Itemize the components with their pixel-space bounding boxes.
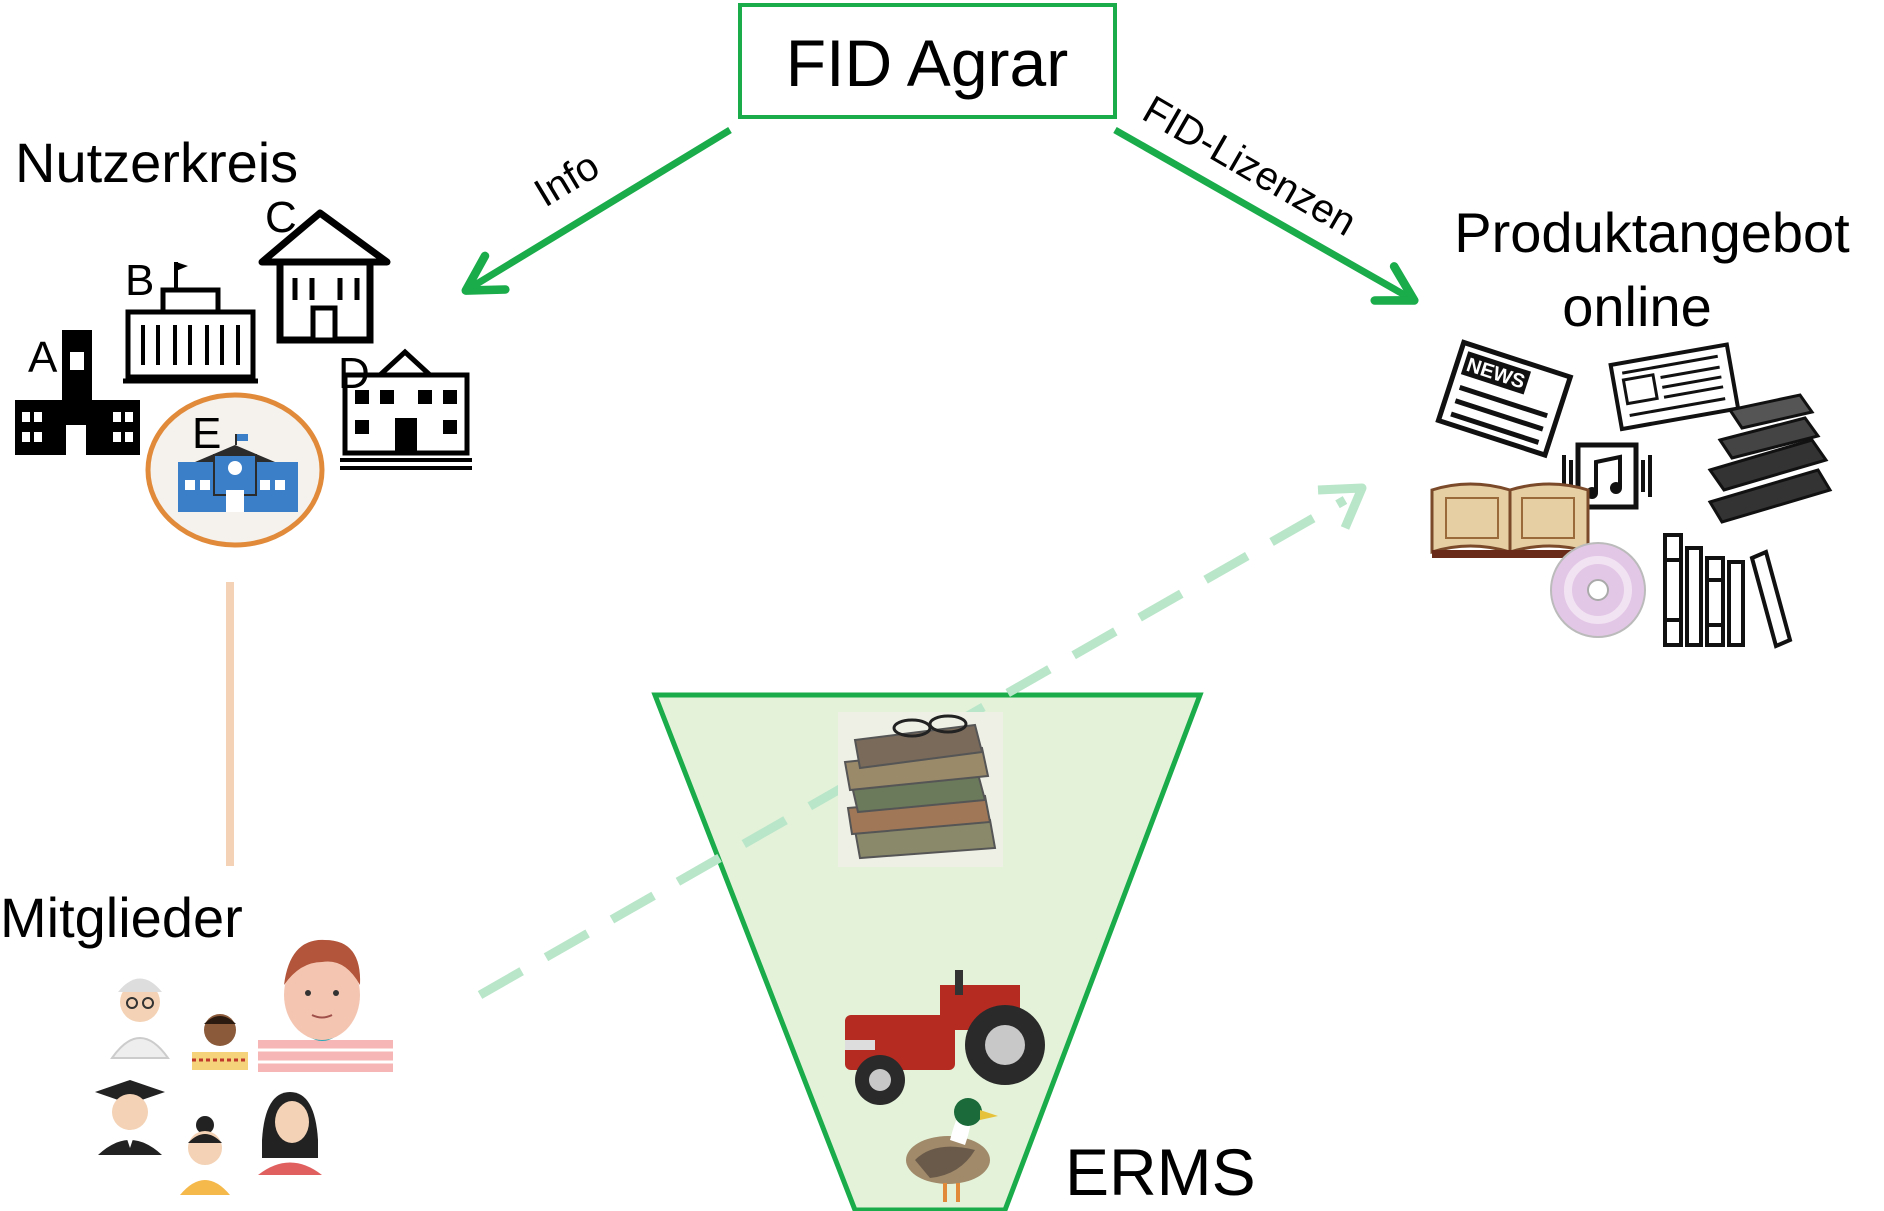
books-with-glasses-icon: [838, 712, 1003, 867]
fid-agrar-title: FID Agrar: [786, 26, 1068, 100]
building-d-icon: [340, 348, 472, 470]
building-c-icon: [258, 209, 391, 344]
fid-lizenzen-label: FID-Lizenzen: [1136, 88, 1364, 245]
institution-d-letter: D: [338, 349, 370, 398]
erms-label: ERMS: [1065, 1135, 1256, 1209]
cd-icon: [1550, 542, 1646, 638]
building-b-icon: [123, 262, 258, 384]
bookshelf-icon: [1663, 533, 1793, 649]
institution-e-highlight: [145, 392, 325, 548]
info-label: Info: [527, 144, 607, 216]
mitglieder-group: Mitglieder: [0, 886, 393, 1195]
produktangebot-group: Produktangebot online NEWS: [1430, 201, 1850, 649]
building-a-icon: [15, 330, 140, 455]
tractor-icon: [845, 970, 1045, 1105]
nutzerkreis-label: Nutzerkreis: [15, 131, 298, 194]
fid-lizenzen-arrow: FID-Lizenzen: [1113, 88, 1419, 305]
institution-c-letter: C: [265, 193, 297, 242]
nutzerkreis-group: Nutzerkreis C B: [15, 131, 472, 548]
erms-group: ERMS: [838, 712, 1256, 1209]
fid-agrar-box: FID Agrar: [738, 3, 1117, 119]
institution-a-letter: A: [28, 333, 58, 382]
graduate-avatar-icon: [95, 1080, 165, 1155]
produktangebot-label: Produktangebot: [1454, 201, 1850, 264]
scientist-avatar-icon: [110, 978, 170, 1059]
news-icon: NEWS: [1435, 339, 1574, 459]
newspaper-icon: [1608, 342, 1741, 432]
open-book-icon: [1430, 482, 1590, 558]
mitglieder-label: Mitglieder: [0, 886, 243, 949]
institution-b-letter: B: [125, 256, 154, 305]
institution-e-letter: E: [192, 409, 221, 458]
woman-avatar-icon: [180, 1116, 230, 1195]
produktangebot-online-label: online: [1562, 275, 1711, 338]
book-stack-icon: [1707, 393, 1833, 524]
man-avatar-icon: [192, 1014, 248, 1070]
woman-dark-hair-avatar-icon: [258, 1092, 322, 1175]
duck-icon: [906, 1098, 998, 1202]
erms-funnel: [651, 692, 1204, 1211]
large-man-avatar-icon: [258, 939, 393, 1072]
info-arrow: Info: [461, 127, 732, 295]
